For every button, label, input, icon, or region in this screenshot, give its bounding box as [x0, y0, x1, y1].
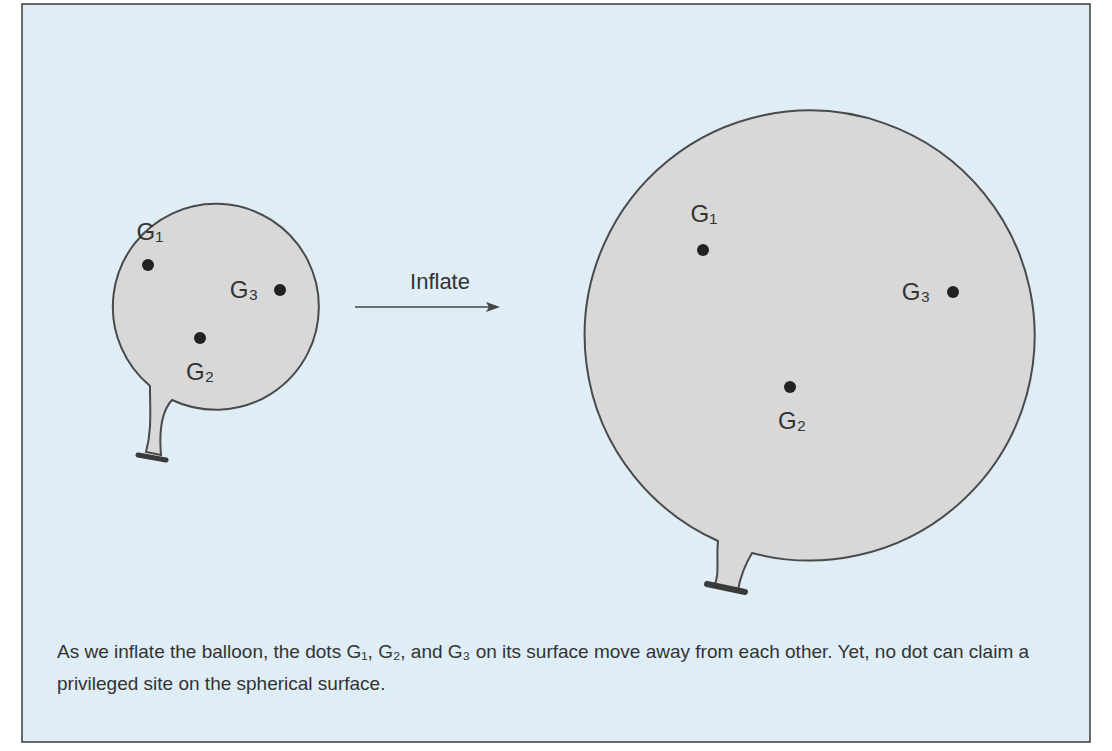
galaxy-dot	[274, 284, 286, 296]
galaxy-dot	[142, 259, 154, 271]
figure-caption: As we inflate the balloon, the dots G₁, …	[57, 636, 1072, 700]
dot-label: G₂	[186, 359, 214, 385]
balloon-knot	[707, 584, 745, 592]
dot-label: G₃	[902, 279, 930, 305]
arrow-label: Inflate	[410, 270, 470, 294]
galaxy-dot	[784, 381, 796, 393]
figure-frame	[22, 4, 1090, 742]
dot-label: G₁	[691, 201, 718, 227]
dot-label: G₃	[230, 277, 258, 303]
galaxy-dot	[697, 244, 709, 256]
arrow-head	[486, 302, 500, 312]
dot-label: G₂	[778, 408, 806, 434]
large-balloon	[585, 111, 1035, 590]
dot-label: G₁	[137, 219, 164, 245]
galaxy-dot	[947, 286, 959, 298]
galaxy-dot	[194, 332, 206, 344]
inflate-arrow	[355, 306, 490, 308]
balloon-knot	[138, 455, 166, 460]
small-balloon	[113, 204, 319, 455]
